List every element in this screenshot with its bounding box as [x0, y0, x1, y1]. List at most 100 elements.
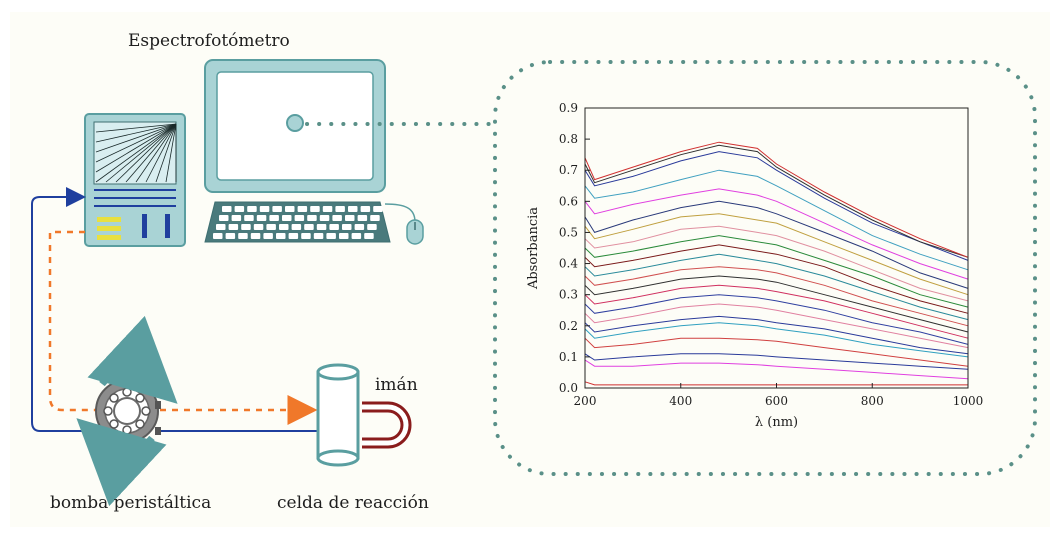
magnet-icon [362, 401, 412, 449]
rotation-arrow-top-icon [87, 315, 178, 404]
keyboard-key [288, 233, 299, 239]
chart-series-group [584, 139, 969, 386]
keyboard-key [354, 224, 365, 230]
cell-label: celda de reacción [277, 493, 429, 513]
chart-series-line [584, 310, 969, 358]
chart-y-tick-label: 0.7 [559, 163, 578, 177]
keyboard-key [313, 233, 324, 239]
peristaltic-pump-icon [95, 379, 161, 443]
chart-y-tick-label: 0.0 [559, 381, 578, 395]
cpu-tower-icon [84, 113, 186, 247]
mouse-icon [384, 203, 424, 245]
keyboard-key [348, 206, 358, 212]
keyboard-key [294, 215, 305, 221]
keyboard-key [339, 233, 349, 239]
keyboard-key [266, 224, 276, 230]
keyboard-key [225, 233, 236, 239]
rotation-arrow-bottom-icon [76, 418, 167, 507]
chart-y-axis-label: Absorbancia [526, 207, 541, 290]
chart-y-tick-label: 0.6 [559, 194, 578, 208]
keyboard-key [301, 233, 311, 239]
keyboard-key [364, 233, 374, 239]
keyboard-key [282, 215, 292, 221]
chart-x-tick-label: 400 [669, 394, 692, 408]
keyboard-key [247, 206, 257, 212]
chart-series-line [584, 139, 969, 258]
chart-y-tick-label: 0.1 [559, 350, 578, 364]
keyboard-key [259, 206, 270, 212]
keyboard-key [250, 233, 261, 239]
keyboard-key [316, 224, 327, 230]
keyboard-key [256, 215, 267, 221]
diagram-canvas: Espectrofotómetro [31, 31, 1037, 513]
chart-series-line [584, 167, 969, 271]
keyboard-key [307, 215, 317, 221]
keyboard-key [269, 215, 279, 221]
chart-series-line [584, 229, 969, 308]
keyboard-key [373, 206, 383, 212]
chart-series-line [584, 304, 969, 355]
keyboard-key [326, 233, 336, 239]
keyboard-key [231, 215, 242, 221]
keyboard-key [351, 233, 362, 239]
chart-series-line [584, 198, 969, 289]
keyboard-key [263, 233, 273, 239]
keyboard-key [367, 224, 377, 230]
keyboard-key [219, 215, 229, 221]
chart-y-tick-label: 0.8 [559, 132, 578, 146]
keyboard-key [272, 206, 282, 212]
keyboard-key [238, 233, 248, 239]
chart-x-axis-label: λ (nm) [755, 415, 798, 430]
chart-series-line [584, 341, 969, 380]
return-tube [31, 187, 98, 432]
keyboard-key [213, 233, 223, 239]
chart-series-line [584, 182, 969, 280]
keyboard-key [335, 206, 345, 212]
keyboard-key [244, 215, 254, 221]
keyboard-key [360, 206, 371, 212]
chart-y-tick-label: 0.5 [559, 225, 578, 239]
chart-series-line [584, 144, 969, 258]
keyboard-key [222, 206, 232, 212]
keyboard-key [228, 224, 239, 230]
keyboard-key [291, 224, 302, 230]
chart-x-tick-label: 600 [765, 394, 788, 408]
keyboard-icon [204, 201, 391, 243]
chart-series-line [584, 294, 969, 349]
keyboard-key [345, 215, 355, 221]
keyboard-key [310, 206, 320, 212]
chart-series-line [584, 257, 969, 327]
keyboard-key [234, 206, 245, 212]
keyboard-key [357, 215, 368, 221]
pump-label: bomba peristáltica [50, 493, 211, 513]
monitor-icon [204, 59, 386, 193]
keyboard-key [332, 215, 342, 221]
chart-series-line [584, 285, 969, 345]
chart-series-line [584, 207, 969, 296]
chart-enclosure [493, 60, 1037, 476]
chart-series-line [584, 248, 969, 321]
chart-y-tick-label: 0.3 [559, 288, 578, 302]
chart-series-line [584, 319, 969, 367]
reaction-cell-icon [316, 363, 360, 467]
keyboard-key [329, 224, 339, 230]
chart-y-tick-label: 0.4 [559, 257, 578, 271]
chart-series-line [584, 276, 969, 339]
chart-series-line [584, 363, 968, 386]
keyboard-key [342, 224, 352, 230]
keyboard-key [279, 224, 289, 230]
keyboard-key [304, 224, 314, 230]
keyboard-key [297, 206, 308, 212]
chart-series-line [584, 335, 969, 370]
chart-series-line [584, 220, 969, 302]
keyboard-key [322, 206, 333, 212]
magnet-label: imán [375, 375, 418, 395]
chart-y-tick-label: 0.2 [559, 319, 578, 333]
chart-x-tick-label: 200 [574, 394, 597, 408]
flow-path-in [48, 230, 96, 412]
keyboard-key [253, 224, 264, 230]
keyboard-key [285, 206, 295, 212]
chart-y-tick-label: 0.9 [559, 101, 578, 115]
